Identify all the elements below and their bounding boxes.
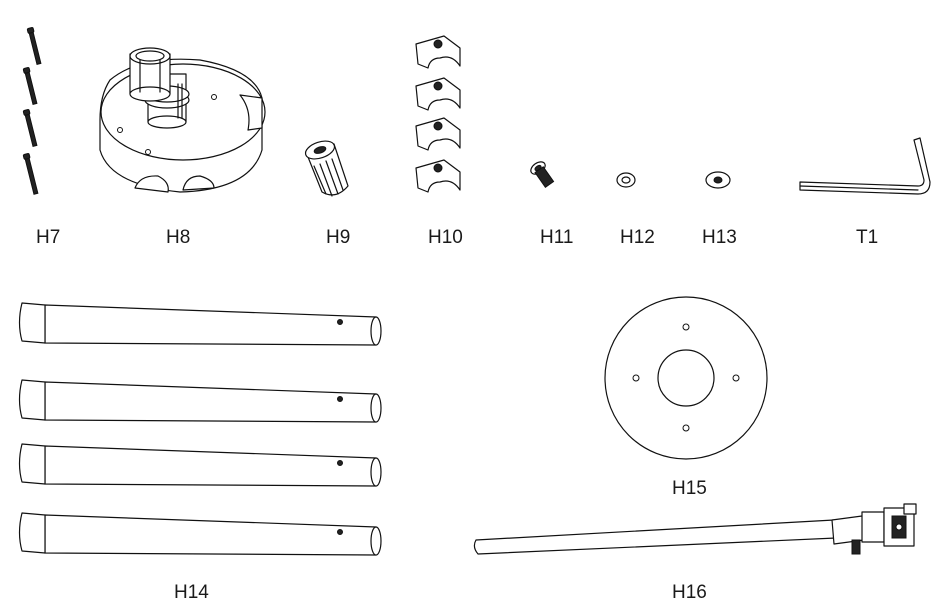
h10-bracket [415,159,461,193]
h14-tube [18,379,382,423]
label-h9: H9 [326,227,351,248]
label-h15: H15 [672,478,707,499]
h14-tube [18,512,382,556]
label-t1: T1 [856,227,879,248]
h11-bolt [530,161,555,188]
h14-tube [18,302,382,346]
h8-base-hub [99,47,266,193]
h9-knob [304,140,349,197]
label-h14: H14 [174,582,209,603]
label-h10: H10 [428,227,463,248]
h7-screws [22,27,42,195]
label-h7: H7 [36,227,61,248]
label-h11: H11 [540,227,574,248]
h16-arm [473,503,917,555]
h13-washer [705,171,731,189]
h14-tubes [18,302,382,556]
label-h16: H16 [672,582,707,603]
h10-bracket [415,35,461,69]
h7-screw [22,153,39,195]
h14-tube [18,443,382,487]
h12-lock-washer [616,172,636,188]
h10-brackets [415,35,461,193]
h7-screw [22,109,38,147]
h10-bracket [415,117,461,151]
h7-screw [22,67,38,105]
h15-plate [604,296,768,460]
label-h13: H13 [702,227,737,248]
label-h8: H8 [166,227,191,248]
h10-bracket [415,77,461,111]
h7-screw [26,27,42,65]
label-h12: H12 [620,227,655,248]
t1-hex-key [799,137,931,195]
